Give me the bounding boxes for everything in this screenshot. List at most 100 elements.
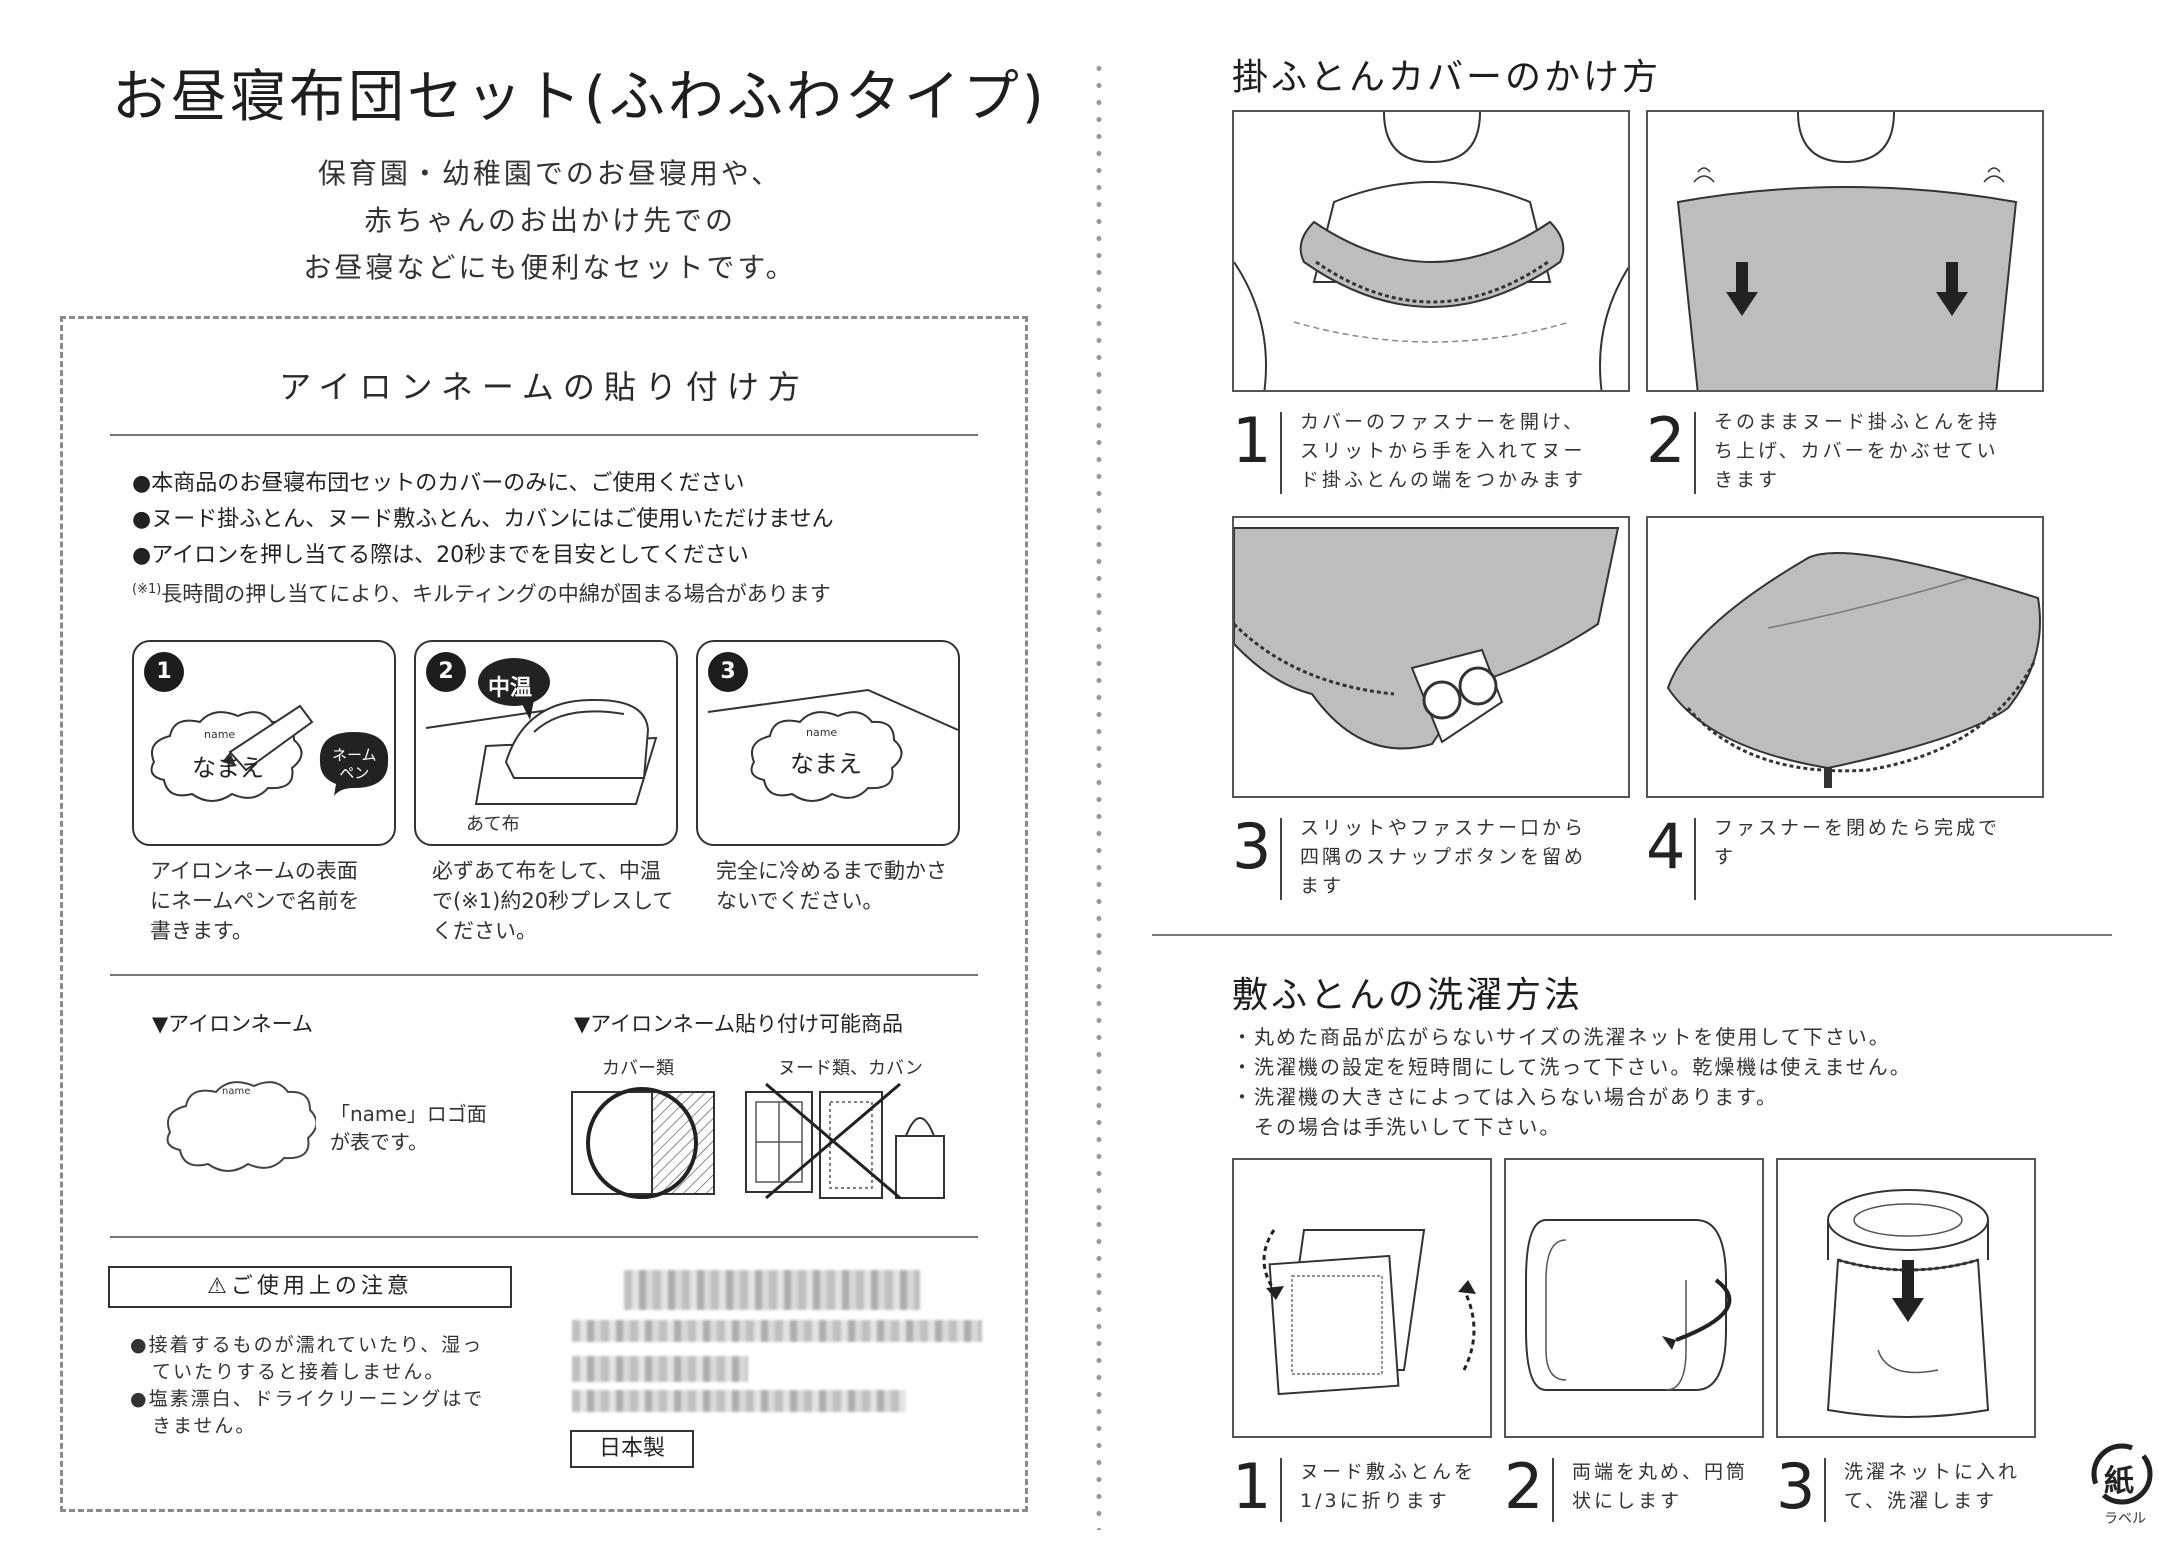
pen-label-line: ネーム <box>332 746 377 764</box>
caption-line: ち上げ、カバーをかぶせてい <box>1714 440 1999 462</box>
caution-line: きません。 <box>152 1415 257 1437</box>
caption-line: ます <box>1300 875 1345 897</box>
note-line: が表です。 <box>330 1130 428 1154</box>
step-number: 4 <box>1646 810 1686 883</box>
step-caption: ヌード敷ふとんを 1/3に折ります <box>1300 1458 1476 1516</box>
pen-label: ネーム ペン <box>332 746 377 782</box>
step-bar <box>1280 818 1282 900</box>
rule-note: (※1)長時間の押し当てにより、キルティングの中綿が固まる場合があります <box>132 578 834 608</box>
applicable-products-label: ▼アイロンネーム貼り付け可能商品 <box>574 1012 904 1036</box>
step-bar <box>1280 412 1282 494</box>
wash-step-1-illustration <box>1232 1158 1492 1438</box>
step-number: 3 <box>1776 1450 1816 1523</box>
divider <box>110 1236 978 1238</box>
caption-line: 四隅のスナップボタンを留め <box>1300 846 1587 868</box>
divider <box>110 974 978 976</box>
step-number: 1 <box>144 652 184 692</box>
page-divider <box>1096 60 1102 1530</box>
note-line: 「name」ロゴ面 <box>330 1102 487 1126</box>
recycle-label: ラベル <box>2104 1511 2146 1527</box>
iron-section-heading: アイロンネームの貼り付け方 <box>279 368 809 406</box>
iron-press-illustration <box>425 658 658 805</box>
caption-line: そのままヌード掛ふとんを持 <box>1714 411 2001 433</box>
paper-recycle-icon: 紙 <box>2090 1442 2154 1506</box>
step-caption: アイロンネームの表面 にネームペンで名前を 書きます。 <box>150 856 359 946</box>
caption-line: 両端を丸め、円筒 <box>1572 1461 1749 1483</box>
wash-note: ・丸めた商品が広がらないサイズの洗濯ネットを使用して下さい。 <box>1232 1025 1891 1049</box>
caption-line: 書きます。 <box>150 919 253 943</box>
caption-line: きます <box>1714 469 1781 491</box>
caution-list: ●接着するものが濡れていたり、湿っ ていたりすると接着しません。 ●塩素漂白、ド… <box>130 1332 484 1440</box>
redacted-phone <box>572 1356 748 1382</box>
iron-step-1: 1 name なまえ ネーム ペン <box>132 640 396 846</box>
step-number: 3 <box>1232 810 1272 883</box>
intro-line: 赤ちゃんのお出かけ先での <box>363 204 736 237</box>
iron-step-2: 2 中温 あて布 <box>414 640 678 846</box>
redacted-address <box>572 1320 982 1342</box>
step-caption: 両端を丸め、円筒 状にします <box>1572 1458 1748 1516</box>
step-bar <box>1694 412 1696 494</box>
caption-line: ヌード敷ふとんを <box>1300 1461 1477 1483</box>
recycle-mark-text: 紙 <box>2104 1464 2134 1499</box>
step-caption: 洗濯ネットに入れ て、洗濯します <box>1844 1458 2020 1516</box>
iron-name-sample <box>166 1081 316 1172</box>
rule-item: ●本商品のお昼寝布団セットのカバーのみに、ご使用ください <box>132 471 745 496</box>
step-caption: ファスナーを閉めたら完成で す <box>1714 814 2000 872</box>
page-title: お昼寝布団セット(ふわふわタイプ) <box>112 65 1047 130</box>
step-bar <box>1694 818 1696 900</box>
wash-notes: ・丸めた商品が広がらないサイズの洗濯ネットを使用して下さい。 ・洗濯機の設定を短… <box>1232 1022 1912 1142</box>
note-text: 長時間の押し当てにより、キルティングの中綿が固まる場合があります <box>161 582 831 606</box>
wash-note: その場合は手洗いして下さい。 <box>1232 1115 1562 1139</box>
caption-line: ないでください。 <box>716 889 884 913</box>
caption-line: アイロンネームの表面 <box>150 859 358 883</box>
caption-line: 状にします <box>1572 1490 1683 1512</box>
wash-step-2-illustration <box>1504 1158 1764 1438</box>
cover-label: カバー類 <box>602 1058 674 1079</box>
divider <box>110 434 978 436</box>
pen-label-line: ペン <box>339 764 370 782</box>
redacted-url <box>572 1390 906 1412</box>
iron-name-panel <box>60 316 1028 1512</box>
cover-step-4-illustration <box>1646 516 2044 798</box>
caution-line: ●塩素漂白、ドライクリーニングはで <box>130 1388 485 1410</box>
caption-line: スリットやファスナー口から <box>1300 817 1587 839</box>
caption-line: にネームペンで名前を <box>150 889 360 913</box>
usage-rules: ●本商品のお昼寝布団セットのカバーのみに、ご使用ください ●ヌード掛ふとん、ヌー… <box>132 466 834 608</box>
step-number: 3 <box>708 652 748 692</box>
caption-line: スリットから手を入れてヌー <box>1300 440 1586 462</box>
caption-line: て、洗濯します <box>1844 1490 1998 1512</box>
step-number: 1 <box>1232 404 1272 477</box>
handwritten-name: なまえ <box>192 754 264 782</box>
step-caption: カバーのファスナーを開け、 スリットから手を入れてヌー ド掛ふとんの端をつかみま… <box>1300 408 1586 495</box>
step-caption: 必ずあて布をして、中温 で(※1)約20秒プレスして ください。 <box>432 856 673 946</box>
step-caption: スリットやファスナー口から 四隅のスナップボタンを留め ます <box>1300 814 1586 901</box>
cloth-label: あて布 <box>466 814 520 835</box>
cover-section-heading: 掛ふとんカバーのかけ方 <box>1232 57 1662 98</box>
wash-note: ・洗濯機の大きさによっては入らない場合があります。 <box>1232 1085 1778 1109</box>
caption-line: ド掛ふとんの端をつかみます <box>1300 469 1587 491</box>
cover-step-3-illustration <box>1232 516 1630 798</box>
intro-line: お昼寝などにも便利なセットです。 <box>303 251 797 284</box>
caution-heading: ⚠ご使用上の注意 <box>108 1266 512 1308</box>
step-caption: 完全に冷めるまで動かさ ないでください。 <box>716 856 947 916</box>
name-logo: name <box>204 728 236 741</box>
iron-name-note: 「name」ロゴ面 が表です。 <box>330 1100 487 1156</box>
redacted-brand-logo <box>624 1270 920 1310</box>
caution-line: ●接着するものが濡れていたり、湿っ <box>130 1334 484 1356</box>
note-mark: (※1) <box>132 582 162 597</box>
wash-note: ・洗濯機の設定を短時間にして洗って下さい。乾燥機は使えません。 <box>1232 1055 1912 1079</box>
caption-line: カバーのファスナーを開け、 <box>1300 411 1586 433</box>
step-number: 1 <box>1232 1450 1272 1523</box>
step-caption: そのままヌード掛ふとんを持 ち上げ、カバーをかぶせてい きます <box>1714 408 2000 495</box>
name-logo: name <box>806 726 838 739</box>
nude-label: ヌード類、カバン <box>778 1058 923 1079</box>
name-logo: name <box>222 1086 251 1097</box>
intro-line: 保育園・幼稚園でのお昼寝用や、 <box>317 157 783 190</box>
temperature-badge: 中温 <box>488 676 533 701</box>
step-bar <box>1824 1458 1826 1522</box>
step-bar <box>1280 1458 1282 1522</box>
step-bar <box>1552 1458 1554 1522</box>
intro-text: 保育園・幼稚園でのお昼寝用や、 赤ちゃんのお出かけ先での お昼寝などにも便利なセ… <box>200 150 900 291</box>
cover-step-2-illustration <box>1646 110 2044 392</box>
step-number: 2 <box>1646 404 1686 477</box>
